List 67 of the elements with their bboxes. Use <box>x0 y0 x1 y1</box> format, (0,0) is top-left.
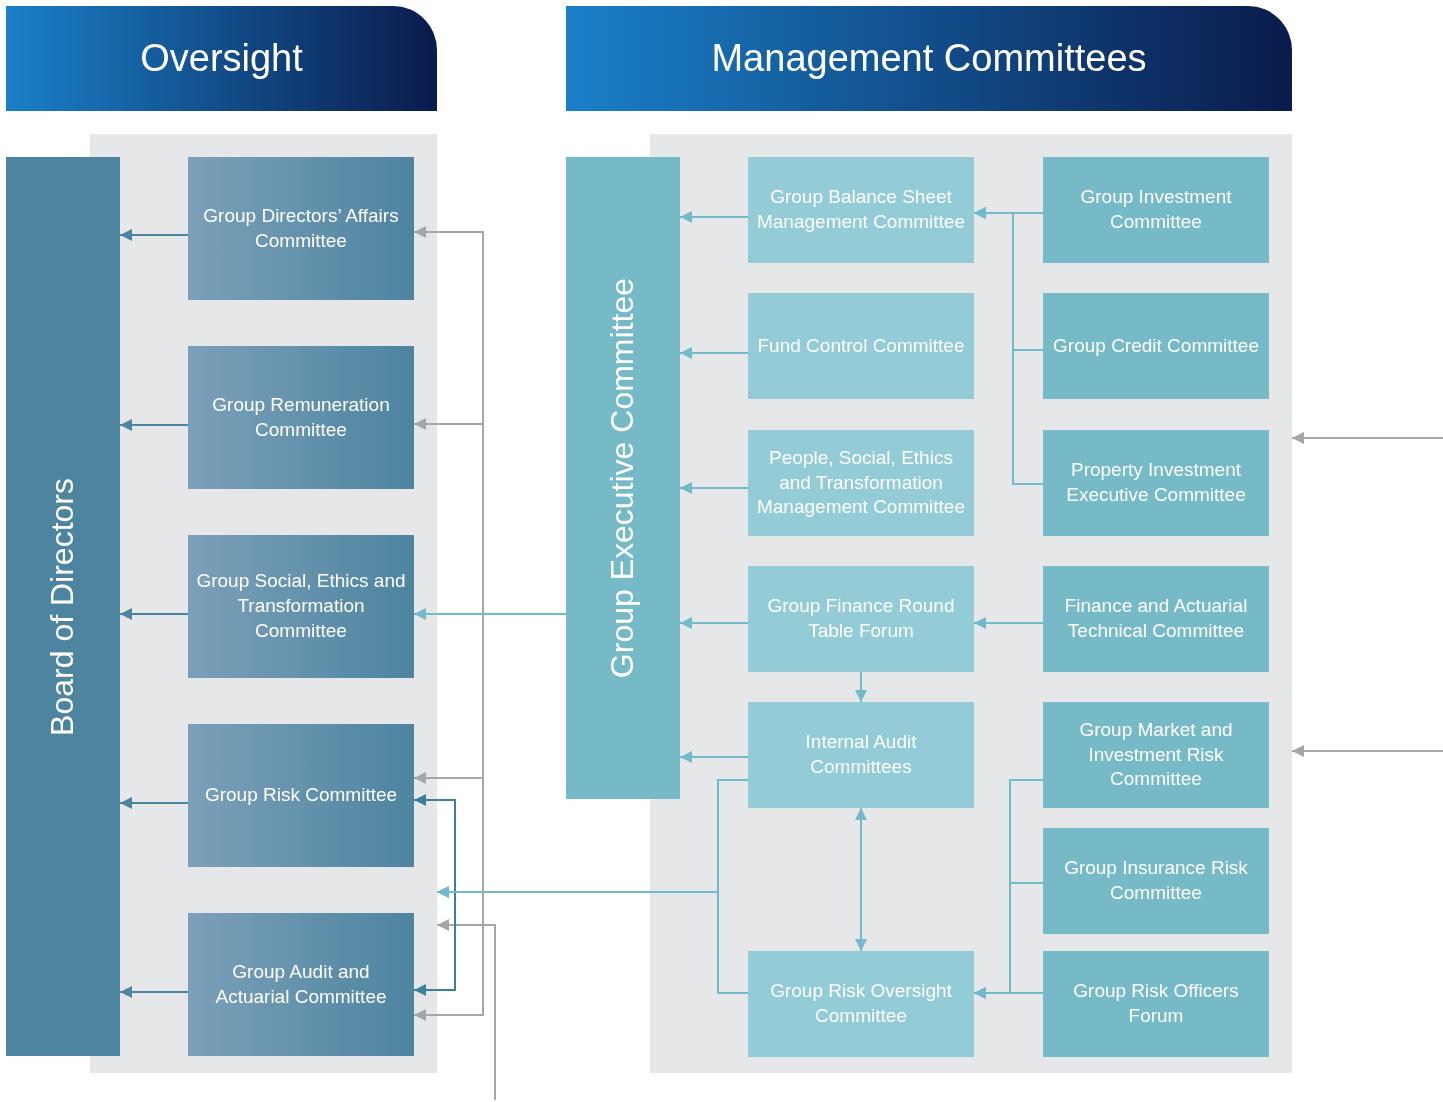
committee-name: Fund Control Committee <box>756 333 966 358</box>
arrow <box>973 207 1044 485</box>
committee-name: Group Remuneration Committee <box>211 392 391 442</box>
committee-box <box>748 157 974 263</box>
committee-name: Group Investment Committee <box>1079 185 1233 234</box>
committee-name: Internal Audit Committees <box>804 730 918 779</box>
committee-name: Group Directors’ Affairs Committee <box>202 203 400 253</box>
committee-box <box>188 535 414 678</box>
committee-box <box>188 157 414 300</box>
committee-box <box>748 566 974 672</box>
committee-box <box>1043 157 1269 263</box>
committee-box <box>748 702 974 808</box>
arrow <box>679 617 749 629</box>
panel-background <box>650 134 1292 1073</box>
arrow <box>1291 432 1443 444</box>
committee-box <box>748 951 974 1057</box>
committee-box <box>1043 430 1269 536</box>
section-header <box>566 6 1292 111</box>
arrow <box>436 886 749 994</box>
section-header <box>6 6 437 111</box>
committee-name: Group Risk Oversight Committee <box>769 979 953 1028</box>
committee-name: Finance and Actuarial Technical Committee <box>1063 594 1249 643</box>
double-arrow <box>413 794 456 996</box>
arrow <box>973 617 1044 629</box>
arrow <box>119 419 189 431</box>
committee-name: Group Risk Committee <box>203 783 399 808</box>
committee-name: Group Credit Committee <box>1052 333 1260 358</box>
board-title: Board of Directors <box>43 477 82 736</box>
committee-name: Property Investment Executive Committee <box>1065 458 1247 507</box>
committee-box <box>1043 702 1269 808</box>
committee-box <box>188 913 414 1056</box>
committee-name: Group Balance Sheet Management Committee <box>755 185 966 234</box>
arrow <box>679 482 749 494</box>
committee-box <box>748 430 974 536</box>
committee-box <box>748 293 974 399</box>
committee-box <box>188 346 414 489</box>
arrow <box>119 229 189 241</box>
executive-title: Group Executive Committee <box>603 277 642 679</box>
committee-box <box>1043 566 1269 672</box>
board-bar <box>6 157 120 1056</box>
panel-background <box>90 134 437 1073</box>
arrow <box>855 671 867 703</box>
committee-name: Group Risk Officers Forum <box>1072 979 1240 1028</box>
committee-box <box>188 724 414 867</box>
arrow <box>679 751 749 763</box>
arrow <box>119 797 189 809</box>
committee-name: Group Insurance Risk Committee <box>1063 856 1249 905</box>
committee-name: People, Social, Ethics and Transformation Management Committee <box>755 445 966 520</box>
arrow <box>1291 745 1443 757</box>
committee-box <box>1043 951 1269 1057</box>
header-title: Management Committees <box>710 35 1148 81</box>
committee-name: Group Social, Ethics and Transformation Committee <box>195 569 407 643</box>
arrow <box>413 608 567 620</box>
committee-name: Group Audit and Actuarial Committee <box>214 959 388 1009</box>
arrow <box>679 211 749 223</box>
arrow <box>973 987 1044 999</box>
arrow <box>119 608 189 620</box>
executive-bar <box>566 157 680 799</box>
arrow <box>679 347 749 359</box>
header-title: Oversight <box>139 35 304 81</box>
committee-name: Group Market and Investment Risk Committee <box>1078 717 1234 792</box>
committee-box <box>1043 293 1269 399</box>
committee-box <box>1043 828 1269 934</box>
arrow <box>119 986 189 998</box>
double-arrow <box>855 807 867 952</box>
arrow <box>436 919 496 1101</box>
committee-name: Group Finance Round Table Forum <box>766 594 956 643</box>
